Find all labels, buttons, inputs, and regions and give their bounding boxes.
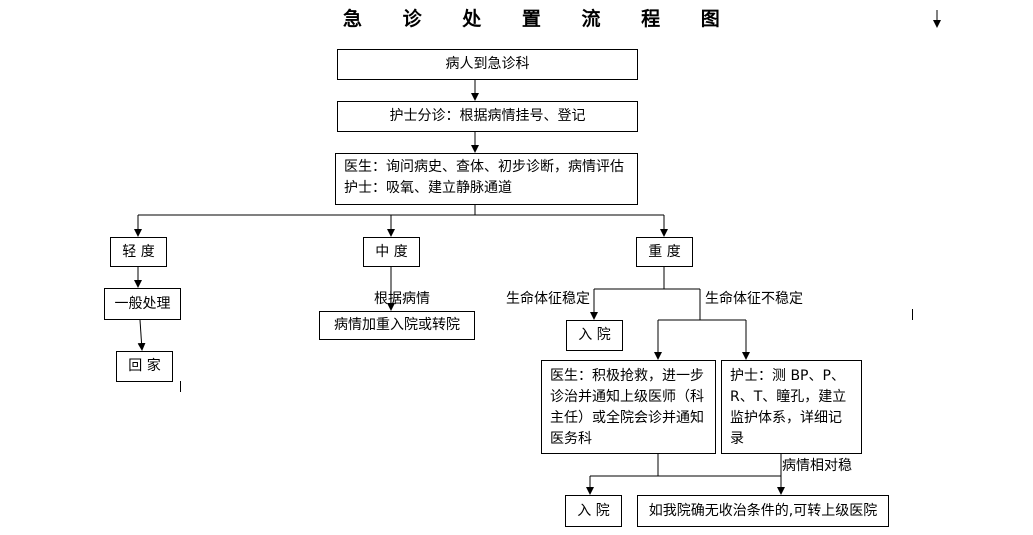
- label-by-condition: 根据病情: [374, 291, 430, 307]
- node-triage-label: 护士分诊：根据病情挂号、登记: [389, 108, 586, 124]
- node-doctor-label: 医生：积极抢救，进一步诊治并通知上级医师（科主任）或全院会诊并通知医务科: [550, 368, 704, 447]
- node-severe: 重 度: [636, 237, 693, 267]
- node-assess-line2: 护士：吸氧、建立静脉通道: [344, 180, 512, 196]
- node-moderate: 中 度: [363, 237, 420, 267]
- node-mild-label: 轻 度: [122, 243, 155, 260]
- stray-mark-2: [912, 309, 913, 320]
- node-general: 一般处理: [104, 288, 181, 320]
- node-mild: 轻 度: [110, 237, 167, 267]
- arrow-general-home: [137, 319, 146, 351]
- node-admit-2: 入 院: [565, 495, 622, 527]
- node-assess-line1: 医生：询问病史、查体、初步诊断，病情评估: [344, 159, 624, 175]
- node-arrive: 病人到急诊科: [337, 49, 638, 80]
- stray-mark-1: [180, 381, 181, 392]
- node-admit-1-label: 入 院: [578, 327, 611, 343]
- node-admit-1: 入 院: [566, 320, 623, 351]
- node-nurse-label: 护士：测 BP、P、R、T、瞳孔，建立监护体系，详细记录: [730, 368, 847, 447]
- node-moderate-label: 中 度: [375, 243, 408, 260]
- node-transfer-label: 如我院确无收治条件的,可转上级医院: [648, 502, 878, 519]
- node-triage: 护士分诊：根据病情挂号、登记: [337, 101, 638, 132]
- node-home-label: 回 家: [128, 358, 161, 374]
- label-relatively-stable: 病情相对稳: [782, 458, 852, 474]
- node-arrive-label: 病人到急诊科: [445, 56, 530, 72]
- node-severe-label: 重 度: [648, 243, 681, 260]
- node-assess: 医生：询问病史、查体、初步诊断，病情评估 护士：吸氧、建立静脉通道: [335, 153, 638, 205]
- label-vitals-unstable: 生命体征不稳定: [705, 291, 803, 307]
- label-vitals-stable: 生命体征稳定: [506, 291, 590, 307]
- node-home: 回 家: [116, 351, 173, 382]
- chart-title: 急 诊 处 置 流 程 图: [343, 8, 737, 30]
- node-worsen-label: 病情加重入院或转院: [334, 317, 460, 333]
- node-general-label: 一般处理: [114, 295, 171, 312]
- node-nurse: 护士：测 BP、P、R、T、瞳孔，建立监护体系，详细记录: [721, 360, 862, 454]
- node-transfer: 如我院确无收治条件的,可转上级医院: [637, 495, 889, 527]
- node-worsen: 病情加重入院或转院: [319, 311, 475, 340]
- node-doctor: 医生：积极抢救，进一步诊治并通知上级医师（科主任）或全院会诊并通知医务科: [541, 360, 716, 454]
- node-admit-2-label: 入 院: [577, 502, 610, 519]
